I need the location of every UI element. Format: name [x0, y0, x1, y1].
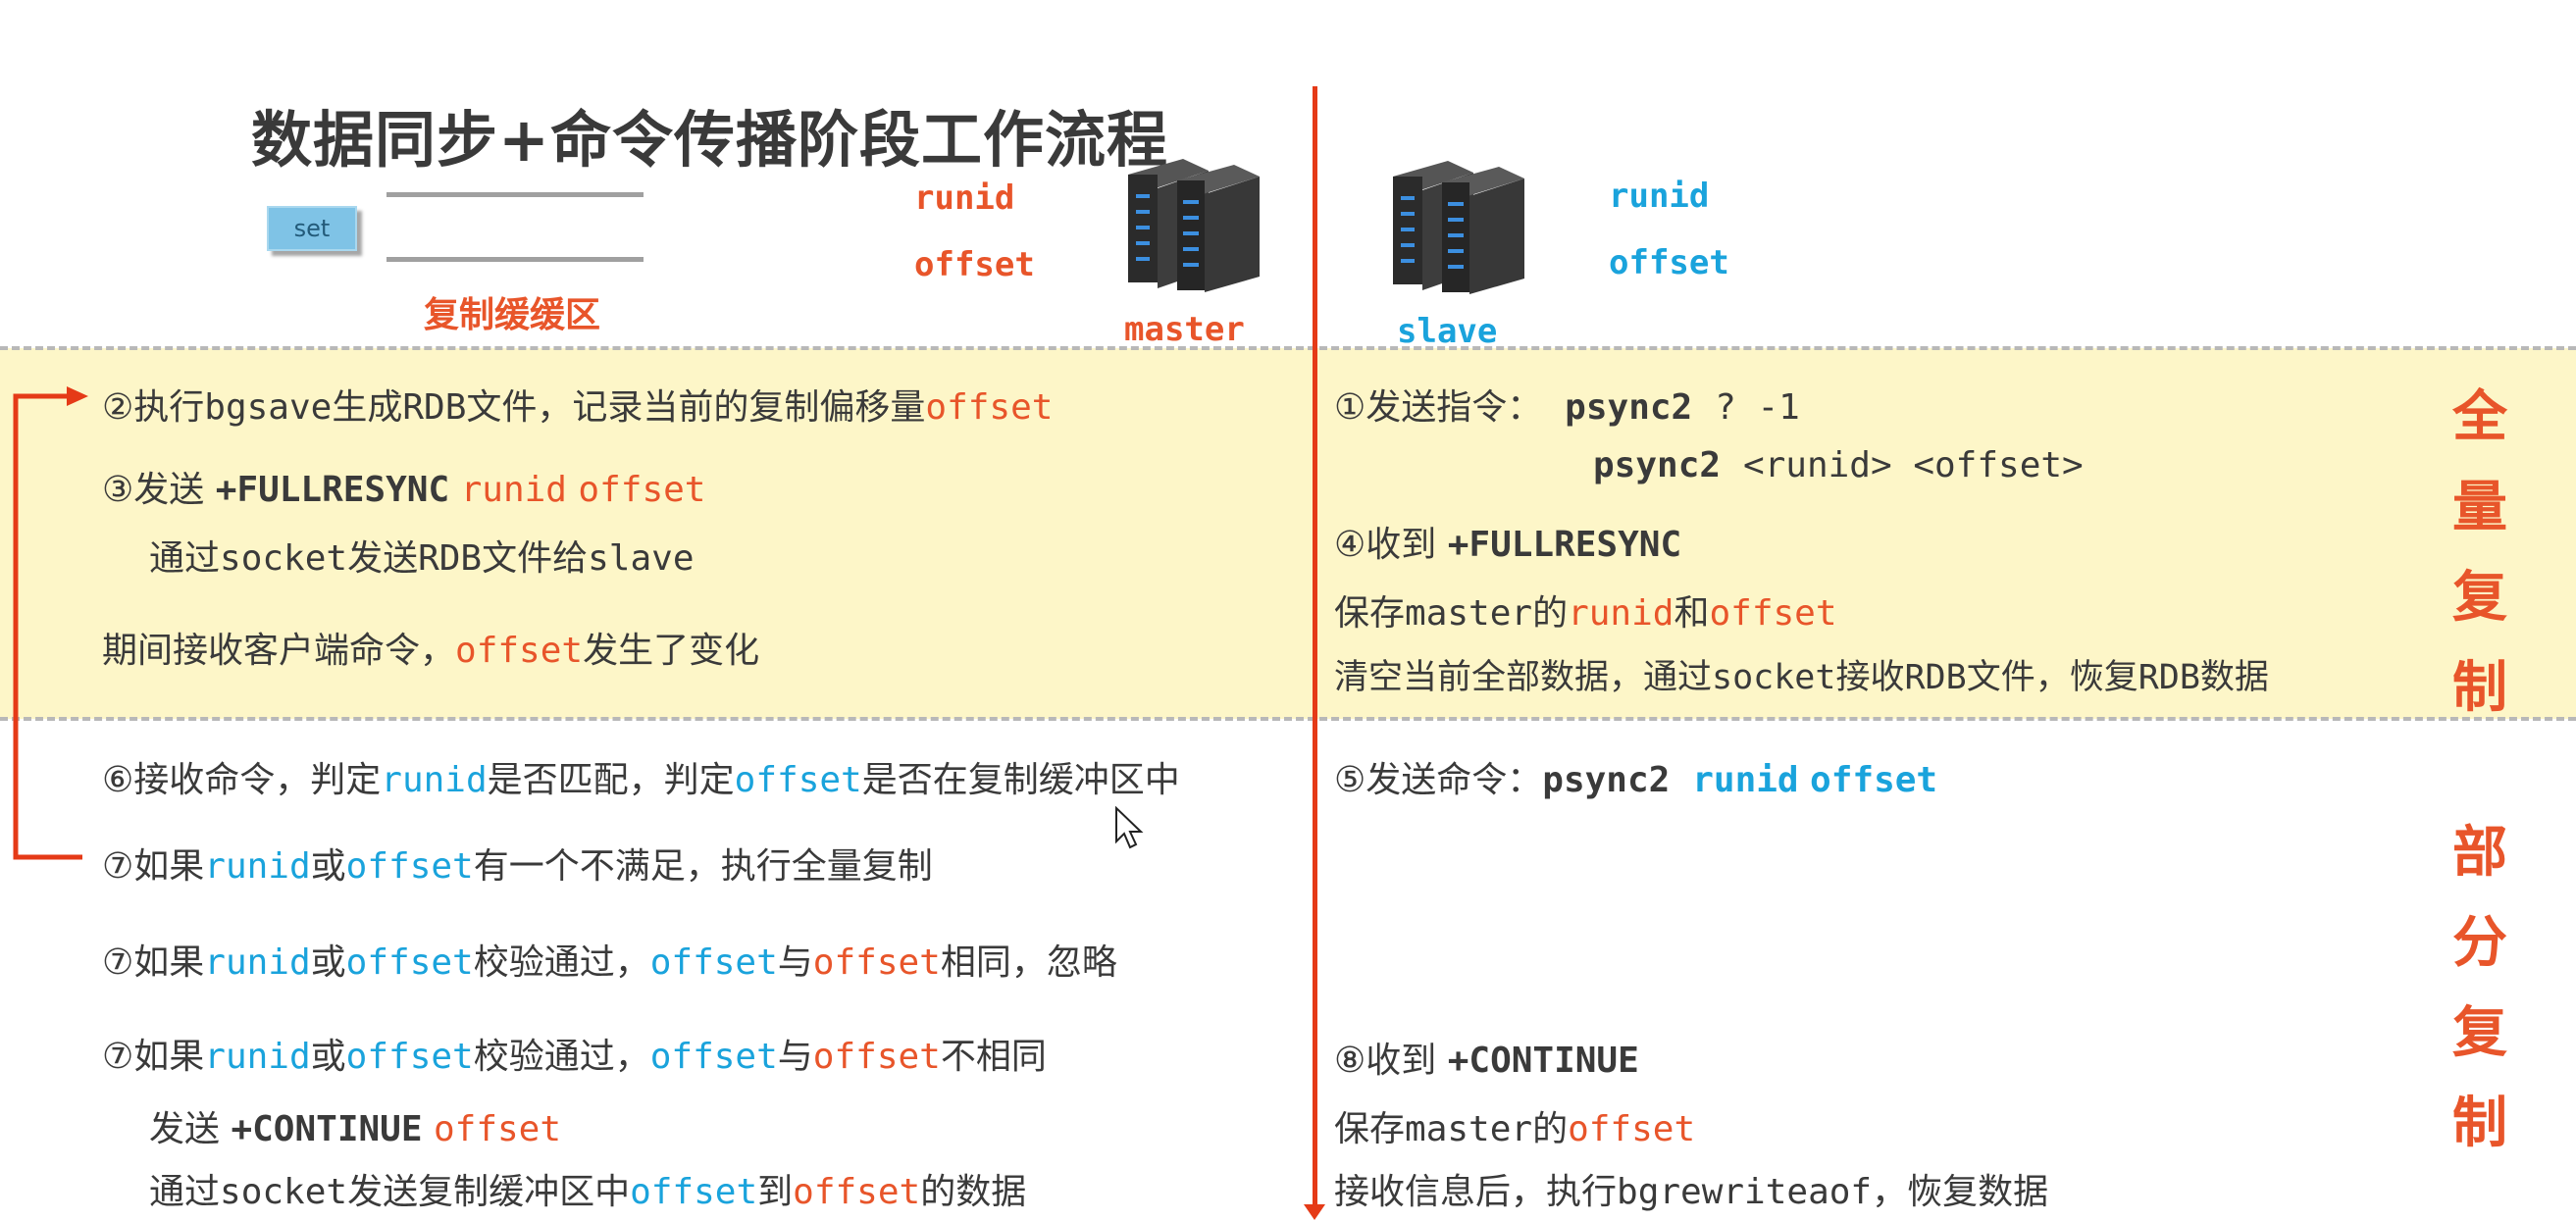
set-command-box: set [267, 206, 357, 251]
side-label-partial-3: 复 [2452, 1001, 2507, 1065]
slave-runid: runid [1609, 177, 1710, 216]
full-copy-band [0, 348, 2576, 719]
page-title: 数据同步+命令传播阶段工作流程 [251, 104, 1168, 176]
side-label-partial-1: 部 [2452, 821, 2507, 885]
slave-offset: offset [1609, 243, 1729, 282]
divider-middle [0, 717, 2576, 721]
mouse-cursor-icon [1115, 806, 1144, 849]
side-label-full-1: 全 [2452, 385, 2507, 449]
step8-text: ⑧收到 +CONTINUE [1334, 1041, 1639, 1081]
master-runid: runid [914, 178, 1015, 218]
step1b-text: psync2 <runid> <offset> [1593, 445, 2084, 485]
during-text: 期间接收客户端命令，offset发生了变化 [102, 631, 760, 671]
slave-label: slave [1397, 312, 1498, 351]
side-label-full-4: 制 [2452, 656, 2507, 720]
retry-full-copy-arrow-icon [13, 386, 88, 860]
master-server-icon [1128, 159, 1260, 292]
step3-text: ③发送 +FULLRESYNC runid offset [102, 470, 706, 510]
step7c-text: ⑦如果runid或offset校验通过，offset与offset不相同 [102, 1037, 1047, 1077]
buffer-line-top [386, 192, 644, 197]
buffer-label: 复制缓缓区 [424, 295, 601, 335]
master-slave-divider [1313, 86, 1317, 1214]
side-label-full-2: 量 [2452, 476, 2507, 539]
side-label-partial-4: 制 [2452, 1092, 2507, 1155]
step4-clear-text: 清空当前全部数据，通过socket接收RDB文件，恢复RDB数据 [1334, 658, 2269, 697]
step3-subtext: 通过socket发送RDB文件给slave [149, 538, 695, 579]
step7c-subtext: 通过socket发送复制缓冲区中offset到offset的数据 [149, 1172, 1027, 1212]
buffer-line-bottom [386, 257, 644, 262]
step2-text: ②执行bgsave生成RDB文件，记录当前的复制偏移量offset [102, 387, 1054, 428]
step1-text: ①发送指令： psync2 ? -1 [1334, 387, 1800, 428]
step4-text: ④收到 +FULLRESYNC [1334, 525, 1682, 565]
step8-recv-text: 接收信息后，执行bgrewriteaof，恢复数据 [1334, 1172, 2049, 1212]
side-label-full-3: 复 [2452, 566, 2507, 630]
step5-text: ⑤发送命令：psync2 runid offset [1334, 760, 1938, 800]
step6-text: ⑥接收命令，判定runid是否匹配，判定offset是否在复制缓冲区中 [102, 760, 1180, 800]
slave-server-icon [1393, 161, 1524, 294]
step7b-text: ⑦如果runid或offset校验通过，offset与offset相同，忽略 [102, 942, 1117, 983]
step7c-send-text: 发送 +CONTINUE offset [149, 1109, 562, 1149]
master-label: master [1124, 310, 1245, 349]
divider-top [0, 346, 2576, 350]
step7a-text: ⑦如果runid或offset有一个不满足，执行全量复制 [102, 846, 933, 887]
step4-save-text: 保存master的runid和offset [1334, 593, 1837, 634]
step8-save-text: 保存master的offset [1334, 1109, 1696, 1149]
side-label-partial-2: 分 [2452, 911, 2507, 975]
master-offset: offset [914, 245, 1035, 284]
divider-arrow-icon [1304, 1204, 1325, 1220]
